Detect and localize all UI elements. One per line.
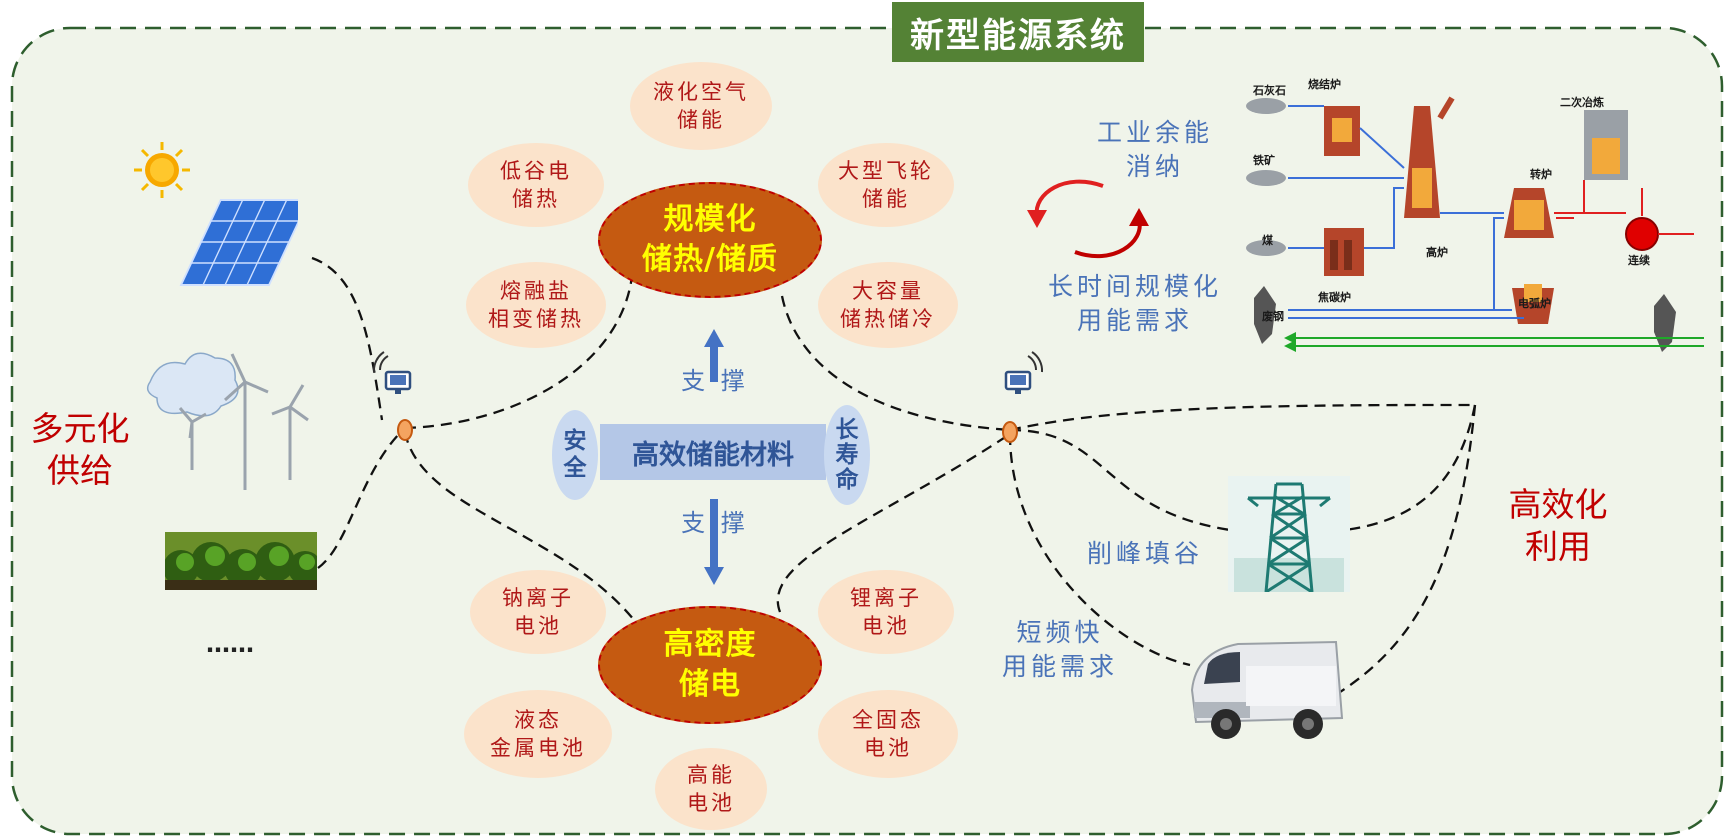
demand-long-term: 长时间规模化 用能需求: [1047, 272, 1222, 335]
petal-high-energy: 高能 电池: [655, 748, 767, 830]
petal-lithium-ion: 锂离子 电池: [818, 570, 954, 654]
sinter-furnace-icon: [1324, 106, 1360, 156]
solar-panel-icon: [179, 199, 298, 286]
electric-arc-furnace-icon: [1512, 284, 1554, 324]
steel-label-casting: 连续: [1628, 254, 1650, 267]
biomass-icon: [165, 532, 317, 590]
truck-icon: [1190, 640, 1344, 739]
steel-label-blast-furnace: 高炉: [1426, 246, 1448, 259]
raw-material-piles: [1246, 98, 1286, 256]
converter-icon: [1504, 188, 1554, 238]
wireless-monitor-icon-left: [372, 351, 412, 394]
petal-large-capacity: 大容量 储热储冷: [818, 262, 958, 348]
steel-label-sinter: 烧结炉: [1308, 78, 1341, 91]
cycle-arrows-icon: [1027, 179, 1149, 259]
coke-oven-icon: [1324, 228, 1364, 276]
supply-more: ……: [206, 630, 254, 658]
steel-label-secondary: 二次冶炼: [1560, 96, 1604, 109]
core-electric-storage: 高密度 储电: [598, 606, 822, 724]
demand-industrial: 工业余能 消纳: [1096, 118, 1213, 181]
steel-label-converter: 转炉: [1530, 168, 1552, 181]
steel-process-diagram: [1246, 96, 1704, 352]
petal-molten-salt: 熔融盐 相变储热: [466, 262, 606, 348]
junction-right: [1002, 421, 1018, 443]
steel-label-coal: 煤: [1262, 234, 1273, 247]
steel-label-limestone: 石灰石: [1253, 84, 1286, 97]
steel-label-coke-oven: 焦碳炉: [1318, 291, 1351, 304]
continuous-casting-icon: [1625, 217, 1659, 251]
petal-flywheel: 大型飞轮 储能: [818, 143, 954, 227]
support-bottom-label: 支 撑: [681, 509, 749, 537]
safety-tag: 安 全: [552, 410, 598, 500]
support-arrows: [704, 329, 724, 585]
connection-lines: [311, 256, 1477, 693]
sun-icon: [134, 142, 190, 198]
arrow-up-icon: [704, 329, 724, 382]
petal-sodium-ion: 钠离子 电池: [470, 570, 606, 654]
steel-label-eaf: 电弧炉: [1518, 297, 1551, 310]
junction-left: [397, 419, 413, 441]
supply-label: 多元化 供给: [30, 409, 130, 490]
material-label: 高效储能材料: [632, 439, 794, 471]
blast-furnace-icon: [1404, 96, 1455, 218]
petal-liquid-air: 液化空气 储能: [630, 62, 772, 150]
page-title: 新型能源系统: [892, 2, 1144, 62]
steel-label-iron-ore: 铁矿: [1253, 154, 1275, 167]
demand-peak: 削峰填谷: [1086, 539, 1203, 568]
secondary-refining-icon: [1584, 110, 1628, 180]
demand-short: 短频快 用能需求: [1001, 618, 1118, 681]
wind-turbine-icon: [146, 352, 309, 490]
petal-offpeak-heat: 低谷电 储热: [468, 143, 604, 227]
arrow-down-icon: [704, 499, 724, 585]
petal-liquid-metal: 液态 金属电池: [464, 690, 612, 778]
utilization-label: 高效化 利用: [1508, 485, 1608, 566]
core-thermal-storage: 规模化 储热/储质: [598, 182, 822, 298]
longevity-tag: 长 寿 命: [824, 405, 870, 505]
wireless-monitor-icon-right: [1004, 351, 1044, 394]
material-bar: [600, 424, 826, 480]
steel-label-scrap: 废钢: [1262, 310, 1284, 323]
power-tower-icon: [1228, 476, 1350, 592]
petal-solid-state: 全固态 电池: [818, 690, 958, 778]
support-top-label: 支 撑: [681, 367, 749, 395]
